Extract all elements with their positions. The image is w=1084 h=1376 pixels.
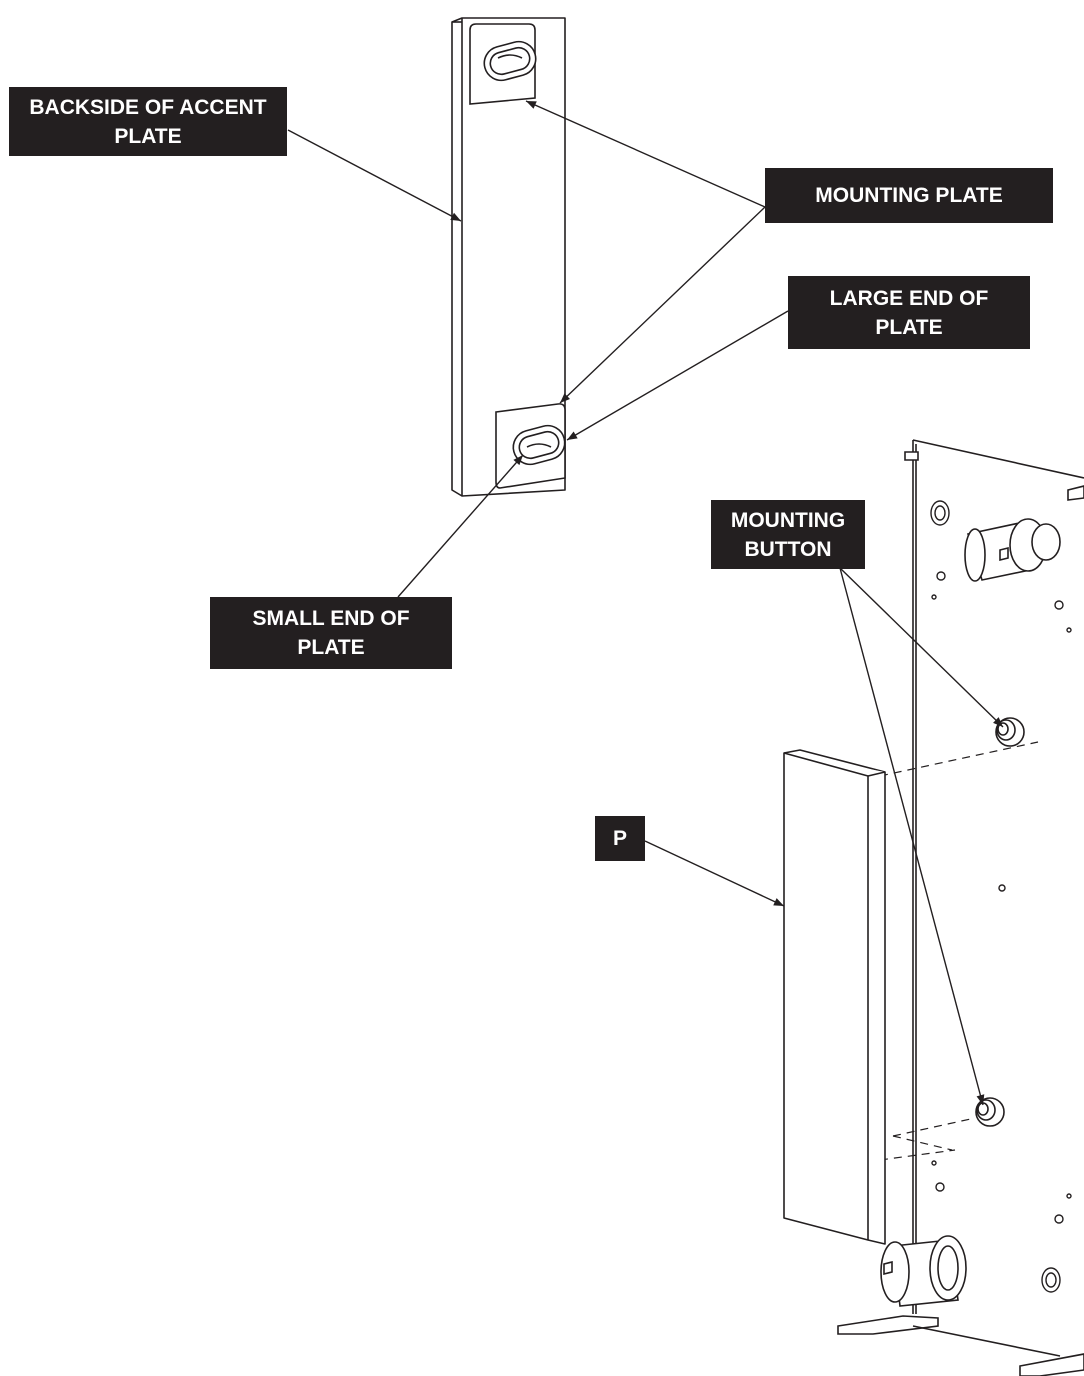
mounting-button-upper <box>995 717 1025 747</box>
leader-mounting-button-lower <box>839 567 985 1106</box>
mounting-button-lower <box>975 1097 1005 1127</box>
label-line-1: P <box>612 827 627 850</box>
label-line-2: PLATE <box>297 636 365 659</box>
accent-plate-backside <box>451 17 566 497</box>
leader-backside <box>287 129 462 222</box>
label-small-end-of-plate: SMALL END OF PLATE <box>210 597 452 669</box>
leader-mounting-plate-lower <box>559 206 766 404</box>
label-large-end-of-plate: LARGE END OF PLATE <box>788 276 1030 349</box>
lower-mounting-plate <box>495 403 566 489</box>
label-line-2: BUTTON <box>744 537 832 561</box>
panel-fasteners <box>930 500 1072 1293</box>
alignment-dashed-lines <box>879 741 1039 1161</box>
panel-cylinder-bottom <box>880 1235 967 1307</box>
label-mounting-button: MOUNTING BUTTON <box>711 500 865 569</box>
label-line-1: SMALL END OF <box>252 607 410 630</box>
leader-small-end <box>397 454 524 598</box>
label-mounting-plate: MOUNTING PLATE <box>765 168 1053 223</box>
label-line-1: LARGE END OF <box>829 286 989 310</box>
label-p: P <box>595 816 645 861</box>
leader-p <box>644 840 785 907</box>
panel-cylinder-top <box>964 518 1061 582</box>
leader-mounting-plate-upper <box>525 100 766 208</box>
leader-mounting-button-upper <box>839 567 1004 728</box>
label-line-2: PLATE <box>875 315 943 339</box>
leader-large-end <box>566 310 789 441</box>
label-line-2: PLATE <box>114 124 182 148</box>
accent-plate-p <box>783 749 886 1245</box>
cabinet-panel <box>837 439 1084 1376</box>
label-line-1: MOUNTING PLATE <box>815 184 1003 207</box>
leader-lines <box>287 100 1004 1106</box>
label-line-1: BACKSIDE OF ACCENT <box>29 95 267 119</box>
label-backside-of-accent-plate: BACKSIDE OF ACCENT PLATE <box>9 87 287 156</box>
label-line-1: MOUNTING <box>730 508 846 532</box>
upper-mounting-plate <box>469 23 537 105</box>
